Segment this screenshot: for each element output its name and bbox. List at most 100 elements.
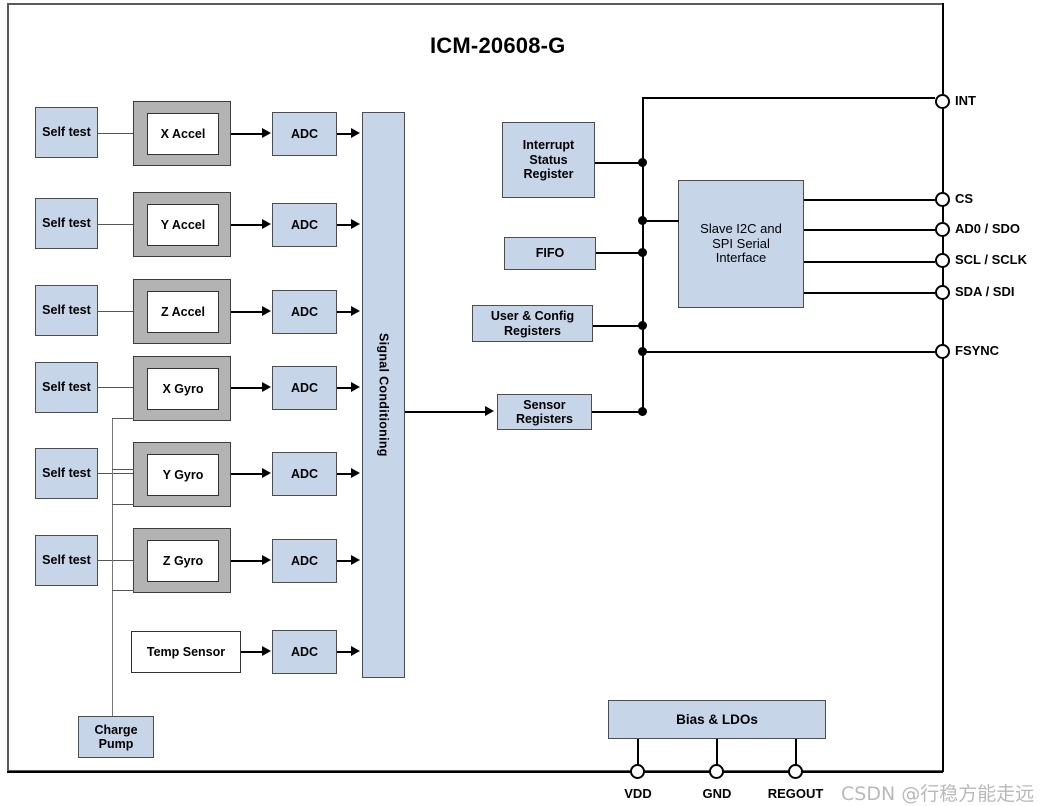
arrowhead-y-gyro-adc	[262, 468, 271, 478]
junction-dot-fsync	[638, 347, 647, 356]
wire-sigcond-to-sensor-registers	[405, 411, 485, 413]
charge-pump-label-line1: Charge	[94, 722, 138, 737]
pin-label-int: INT	[955, 93, 976, 108]
junction-dot-interrupt-status	[638, 158, 647, 167]
wire-adc-to-sigcond-5	[337, 473, 353, 475]
pin-vdd[interactable]	[630, 764, 645, 779]
pin-fsync[interactable]	[935, 344, 950, 359]
pin-sda-sdi[interactable]	[935, 285, 950, 300]
wire-y-accel-to-adc	[231, 224, 264, 226]
adc-label-temp: ADC	[290, 644, 319, 659]
pin-label-scl-sclk: SCL / SCLK	[955, 252, 1027, 267]
interrupt-status-line2: Status	[529, 152, 568, 167]
wire-chargepump-tap-y-gyro-bottom	[112, 504, 134, 506]
wire-chargepump-tap-y-gyro-top	[112, 469, 134, 471]
sensor-label-x-gyro: X Gyro	[162, 382, 204, 396]
wire-bus-to-int-pin	[642, 97, 935, 99]
wire-selftest-to-z-accel	[98, 311, 133, 313]
bottom-pad-rail	[7, 771, 943, 773]
wire-bias-to-gnd	[716, 739, 718, 765]
wire-adc-to-sigcond-4	[337, 387, 353, 389]
wire-y-gyro-to-adc	[231, 473, 264, 475]
wire-x-accel-to-adc	[231, 133, 264, 135]
adc-block-z-accel: ADC	[272, 290, 337, 334]
wire-fifo-to-bus	[596, 252, 643, 254]
serial-interface-line1: Slave I2C and	[700, 220, 782, 236]
charge-pump-block: Charge Pump	[78, 716, 154, 758]
self-test-block-y-gyro: Self test	[35, 448, 98, 499]
pin-int[interactable]	[935, 94, 950, 109]
sensor-registers-line2: Registers	[516, 412, 573, 426]
fifo-label: FIFO	[535, 246, 565, 261]
self-test-label-z-accel: Self test	[42, 303, 91, 318]
pin-cs[interactable]	[935, 192, 950, 207]
wire-serial-to-scl-pin	[804, 261, 935, 263]
self-test-block-z-accel: Self test	[35, 285, 98, 336]
sensor-frame-y-accel: Y Accel	[133, 192, 231, 257]
adc-label-y-gyro: ADC	[290, 466, 319, 481]
adc-block-y-gyro: ADC	[272, 452, 337, 496]
signal-conditioning-label: Signal Conditioning	[376, 333, 391, 457]
wire-interrupt-status-to-bus	[595, 162, 643, 164]
pin-regout[interactable]	[788, 764, 803, 779]
junction-dot-user-config	[638, 321, 647, 330]
arrowhead-adc-sigcond-6	[351, 555, 360, 565]
arrowhead-x-gyro-adc	[262, 382, 271, 392]
wire-serial-to-cs-pin	[804, 199, 935, 201]
adc-label-x-gyro: ADC	[290, 380, 319, 395]
adc-block-x-gyro: ADC	[272, 366, 337, 410]
charge-pump-label-line2: Pump	[98, 737, 134, 751]
wire-adc-to-sigcond-3	[337, 311, 353, 313]
adc-block-x-accel: ADC	[272, 112, 337, 156]
arrowhead-adc-sigcond-3	[351, 306, 360, 316]
sensor-core-z-accel: Z Accel	[147, 291, 219, 333]
adc-block-z-gyro: ADC	[272, 539, 337, 583]
wire-adc-to-sigcond-6	[337, 560, 353, 562]
wire-user-config-to-bus	[593, 325, 643, 327]
wire-bias-to-vdd	[637, 739, 639, 765]
junction-dot-sensor-registers	[638, 407, 647, 416]
sensor-core-y-accel: Y Accel	[147, 204, 219, 246]
sensor-label-z-accel: Z Accel	[160, 305, 205, 319]
arrowhead-adc-sigcond-1	[351, 128, 360, 138]
sensor-label-y-gyro: Y Gyro	[162, 468, 204, 482]
signal-conditioning-block: Signal Conditioning	[362, 112, 405, 678]
interrupt-status-line3: Register	[523, 167, 574, 182]
bias-ldos-block: Bias & LDOs	[608, 700, 826, 739]
fifo-block: FIFO	[504, 237, 596, 270]
wire-bus-to-serial-interface	[642, 220, 679, 222]
pin-label-vdd: VDD	[624, 786, 652, 801]
serial-interface-line3: Interface	[715, 250, 767, 266]
sensor-core-x-accel: X Accel	[147, 113, 219, 155]
adc-label-z-accel: ADC	[290, 304, 319, 319]
pin-ad0-sdo[interactable]	[935, 222, 950, 237]
pin-label-regout: REGOUT	[767, 786, 824, 801]
self-test-block-x-accel: Self test	[35, 107, 98, 158]
wire-chargepump-tap-x-gyro	[112, 418, 134, 420]
wire-serial-to-sda-pin	[804, 292, 935, 294]
wire-chargepump-bus-vertical	[112, 418, 114, 716]
serial-interface-line2: SPI Serial	[712, 235, 770, 251]
adc-label-x-accel: ADC	[290, 126, 319, 141]
pin-gnd[interactable]	[709, 764, 724, 779]
pin-scl-sclk[interactable]	[935, 253, 950, 268]
arrowhead-adc-sigcond-2	[351, 219, 360, 229]
wire-adc-to-sigcond-2	[337, 224, 353, 226]
pin-label-gnd: GND	[702, 786, 732, 801]
sensor-label-y-accel: Y Accel	[160, 218, 206, 232]
self-test-label-line1: Self test	[42, 125, 91, 140]
wire-adc-to-sigcond-temp	[337, 651, 353, 653]
wire-selftest-to-z-gyro	[98, 560, 133, 562]
adc-block-temp: ADC	[272, 630, 337, 674]
arrowhead-z-accel-adc	[262, 306, 271, 316]
self-test-block-y-accel: Self test	[35, 198, 98, 249]
pin-label-ad0-sdo: AD0 / SDO	[955, 221, 1021, 236]
arrowhead-y-accel-adc	[262, 219, 271, 229]
self-test-label-x-gyro: Self test	[42, 380, 91, 395]
sensor-frame-x-accel: X Accel	[133, 101, 231, 166]
adc-label-z-gyro: ADC	[290, 553, 319, 568]
bias-ldos-label: Bias & LDOs	[676, 711, 758, 727]
adc-block-y-accel: ADC	[272, 203, 337, 247]
wire-temp-to-adc	[241, 651, 264, 653]
